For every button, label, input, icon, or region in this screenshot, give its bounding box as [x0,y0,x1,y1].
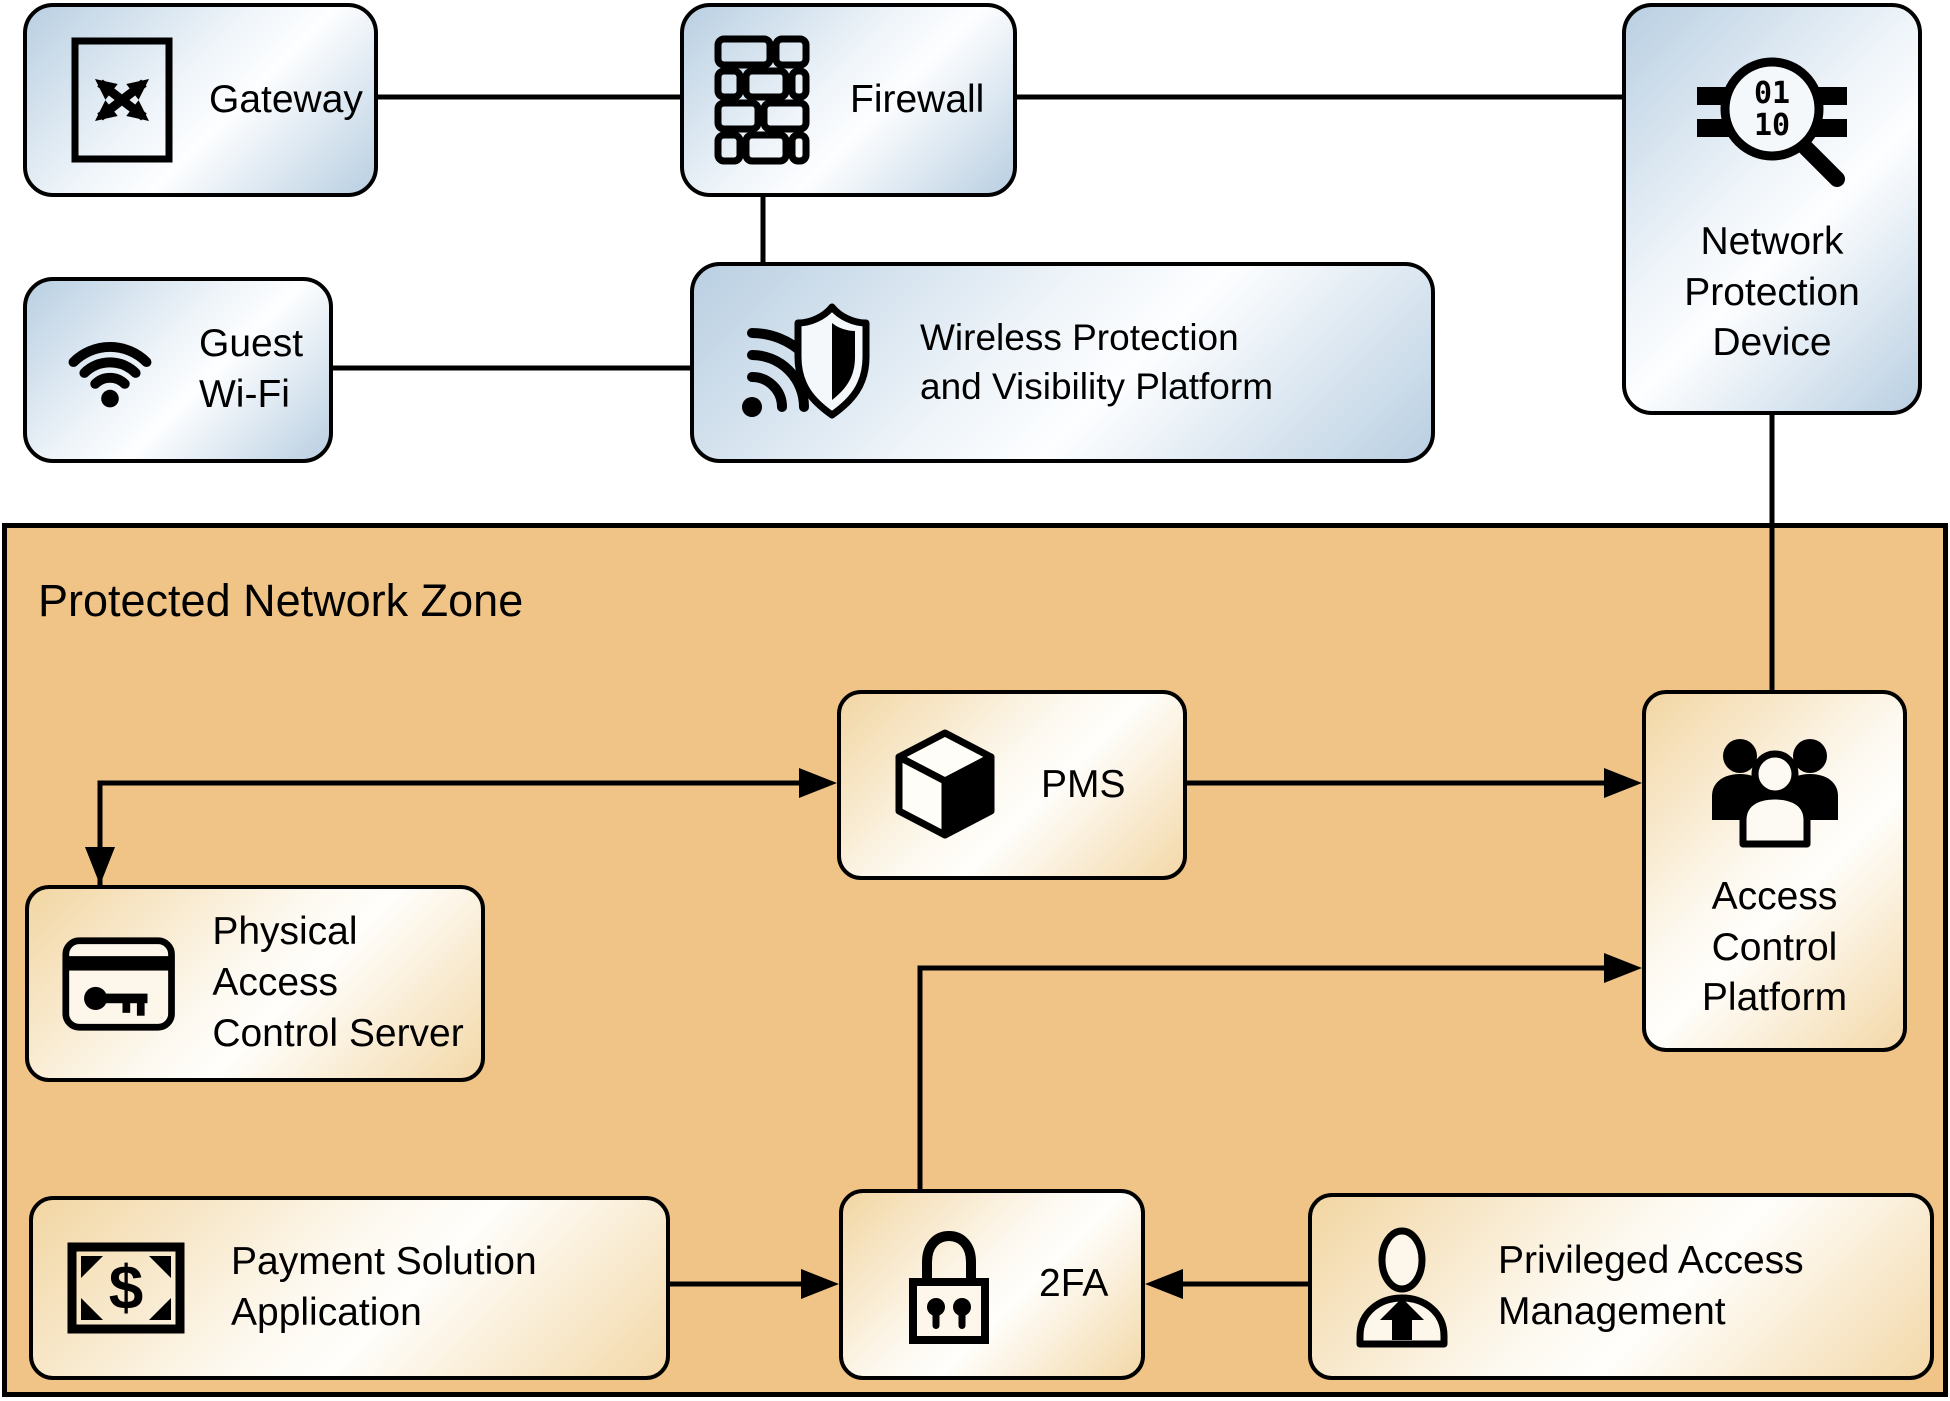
wifi-icon [68,342,152,408]
node-wireless-platform-label: Wireless Protection and Visibility Platf… [920,317,1274,407]
node-wireless-platform: Wireless Protection and Visibility Platf… [690,262,1435,463]
node-2fa: 2FA [839,1189,1145,1380]
binary-text-line2: 10 [1754,108,1790,143]
dollar-bill-icon: $ [67,1242,185,1334]
user-up-arrow-icon [1356,1227,1448,1347]
node-guest-wifi: Guest Wi-Fi [23,277,333,463]
node-payment-solution-application-label: Payment Solution Application [231,1240,537,1334]
switch-crossed-arrows-icon [71,37,173,163]
node-gateway: Gateway [23,3,378,197]
brick-wall-icon [714,35,810,165]
node-pms: PMS [837,690,1187,880]
node-access-control-platform: Access Control Platform [1642,690,1907,1052]
node-guest-wifi-label: Guest Wi-Fi [199,322,304,416]
wifi-shield-icon [742,303,870,418]
magnifier-binary-icon: 01 10 [1697,57,1847,187]
node-firewall-label: Firewall [850,77,985,121]
cube-icon [895,729,995,839]
node-2fa-label: 2FA [1039,1262,1109,1306]
protected-network-zone-label: Protected Network Zone [38,575,524,626]
keycard-key-icon [62,936,175,1031]
node-network-protection-device-label: Network Protection Device [1684,220,1860,365]
node-privileged-access-management-label: Privileged Access Management [1498,1238,1804,1333]
node-payment-solution-application: $ Payment Solution Application [29,1196,670,1380]
binary-text-line1: 01 [1754,76,1790,111]
node-firewall: Firewall [680,3,1017,197]
node-gateway-label: Gateway [209,77,363,121]
node-access-control-platform-label: Access Control Platform [1701,875,1848,1020]
node-privileged-access-management: Privileged Access Management [1308,1193,1934,1380]
node-network-protection-device: 01 10 Network Protection Device [1622,3,1922,415]
dollar-sign-text: $ [109,1254,143,1323]
user-group-icon [1711,739,1838,848]
node-pms-label: PMS [1041,762,1126,806]
padlock-icon [909,1230,989,1344]
node-physical-access-control-server: Physical Access Control Server [25,885,485,1082]
node-physical-access-control-server-label: Physical Access Control Server [212,910,464,1055]
